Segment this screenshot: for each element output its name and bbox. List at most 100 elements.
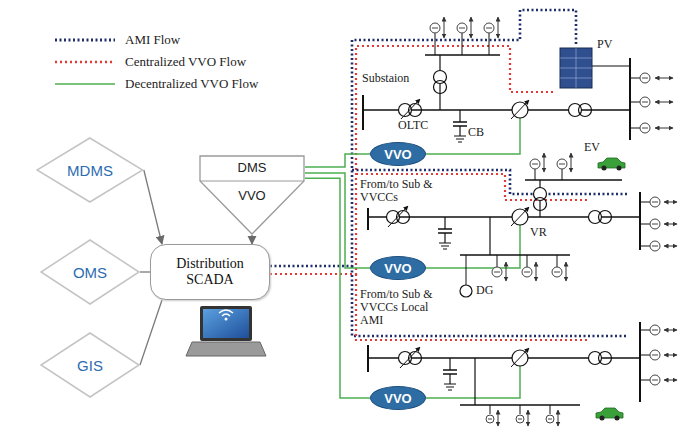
meter-mark [642, 102, 648, 103]
meter-symbol [430, 23, 440, 33]
bidirectional-arrow [664, 202, 677, 203]
connector [251, 235, 252, 244]
regulator-arrow [511, 207, 529, 226]
service-drop [490, 405, 491, 414]
meter-mark [652, 330, 658, 331]
pv-grid [576, 48, 577, 88]
node-text: VVO [238, 188, 265, 203]
meter-mark [642, 128, 648, 129]
laptop-keyboard [186, 342, 266, 356]
meter-symbol [650, 241, 660, 251]
bidirectional-arrow [566, 262, 567, 281]
transformer-winding [397, 211, 410, 224]
meter-symbol [492, 267, 502, 277]
pv-connection [592, 66, 630, 67]
meter-mark [432, 28, 438, 29]
vvo-oval: VVO [370, 142, 426, 166]
lateral-bus [525, 179, 622, 181]
lateral-line [474, 358, 475, 405]
component-label: VR [530, 226, 547, 239]
meter-symbol [546, 415, 554, 423]
capacitor-plate [453, 121, 467, 123]
connector [140, 300, 162, 365]
legend-decentralized-sample [55, 83, 115, 85]
system-diamond: MDMS [36, 137, 144, 203]
transformer-winding [579, 104, 592, 117]
meter-mark [518, 419, 522, 420]
decentralized-flow [426, 225, 520, 268]
service-drop [640, 224, 650, 225]
bidirectional-arrow [536, 262, 537, 281]
bidirectional-arrow [558, 410, 559, 426]
service-drop [562, 169, 563, 180]
meter-mark [459, 28, 465, 29]
laptop-screen [200, 306, 252, 341]
diamond-shape [37, 138, 143, 202]
legend-ami-sample [55, 39, 115, 42]
component-label: Substaion [362, 72, 409, 85]
car-wheel [602, 166, 607, 171]
service-drop [630, 102, 640, 103]
bidirectional-arrow [664, 224, 677, 225]
bidirectional-arrow [655, 128, 673, 129]
dms-shape [200, 156, 304, 234]
diamond-shape [41, 240, 139, 304]
substation-bus [367, 208, 369, 230]
car-wheel [600, 416, 605, 421]
car-wheel [617, 166, 622, 171]
lateral-bus [460, 254, 570, 256]
service-drop [550, 405, 551, 414]
capacitor-lead [459, 110, 460, 122]
service-drop [640, 355, 650, 356]
node-text: VVO [384, 261, 411, 276]
decentralized-flow [426, 118, 520, 154]
ground-symbol [441, 246, 449, 247]
ground-symbol [444, 384, 456, 385]
component-label: DG [476, 284, 493, 297]
ground-symbol [448, 390, 452, 391]
meter-symbol [457, 23, 467, 33]
service-drop [640, 330, 650, 331]
component-label: From/to Sub & VVCCs [360, 178, 444, 204]
transformer-winding [599, 211, 612, 224]
dms-block: DMSVVO [199, 155, 305, 235]
vvo-oval: VVO [370, 386, 426, 410]
service-drop [557, 255, 558, 267]
meter-symbol [650, 197, 660, 207]
meter-symbol [650, 325, 660, 335]
ground-symbol [446, 387, 454, 388]
wifi-dot [225, 318, 228, 321]
meter-symbol [640, 123, 650, 133]
bidirectional-arrow [664, 355, 677, 356]
bidirectional-arrow [544, 153, 545, 172]
transformer-winding [534, 198, 547, 211]
bidirectional-arrow [444, 17, 445, 38]
meter-mark [488, 419, 492, 420]
meter-symbol [650, 219, 660, 229]
bidirectional-arrow [498, 410, 499, 426]
service-drop [462, 33, 463, 55]
service-drop [489, 33, 490, 55]
meter-symbol [640, 97, 650, 107]
service-drop [520, 405, 521, 414]
meter-symbol [640, 73, 650, 83]
connector [144, 170, 162, 244]
meter-mark [554, 272, 560, 273]
capacitor-plate [443, 369, 457, 371]
legend-text: Centralized VVO Flow [125, 54, 246, 69]
capacitor-lead [459, 126, 460, 136]
node-text: Distribution SCADA [168, 256, 252, 288]
meter-mark [652, 380, 658, 381]
connector [305, 154, 370, 167]
meter-mark [642, 78, 648, 79]
meter-mark [559, 164, 565, 165]
bidirectional-arrow [655, 102, 673, 103]
ami-flow [270, 10, 576, 266]
regulator-arrow [511, 348, 529, 367]
ground-symbol [443, 249, 447, 250]
transformer-winding [599, 352, 612, 365]
service-drop [527, 255, 528, 267]
connector [140, 271, 150, 272]
capacitor-plate [438, 228, 452, 230]
